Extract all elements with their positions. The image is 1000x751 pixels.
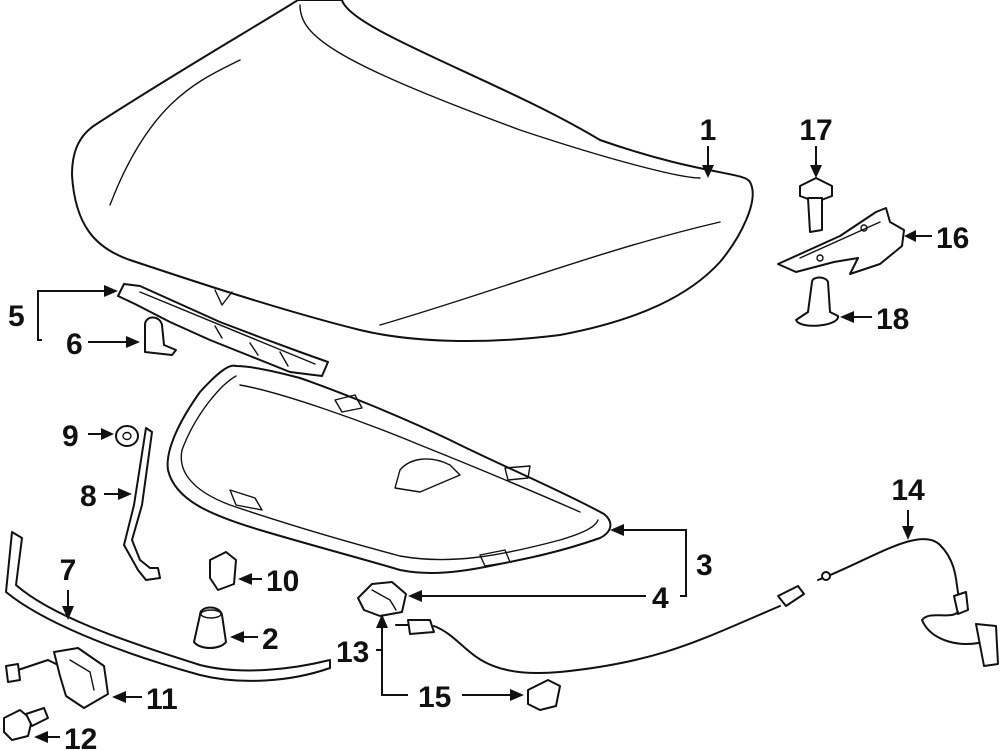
leader-lines	[34, 146, 932, 743]
callout-9: 9	[62, 420, 79, 453]
seal-clip	[144, 316, 177, 356]
callout-12: 12	[64, 723, 97, 751]
hood-insulator-pad	[166, 364, 612, 574]
latch-bolt	[3, 707, 49, 741]
hood-panel	[71, 0, 754, 343]
callout-13: 13	[336, 636, 369, 669]
callout-7: 7	[60, 554, 77, 587]
callout-18: 18	[876, 303, 909, 336]
hood-latch	[5, 647, 109, 709]
callout-4: 4	[652, 582, 669, 615]
prop-rod	[123, 427, 161, 581]
callout-3: 3	[696, 549, 713, 582]
rod-holder	[209, 551, 237, 591]
callout-6: 6	[66, 328, 83, 361]
hinge-nut	[795, 276, 839, 327]
grommet	[115, 425, 139, 447]
bumper-stop	[193, 606, 227, 649]
cable-clip	[527, 679, 561, 711]
callout-14: 14	[891, 474, 925, 507]
hinge-bolt	[799, 177, 833, 233]
hood-hinge	[777, 207, 905, 275]
front-seal-strip	[117, 283, 329, 377]
callout-8: 8	[80, 480, 97, 513]
callout-16: 16	[936, 222, 969, 255]
callout-11: 11	[146, 683, 178, 716]
callout-2: 2	[262, 623, 279, 656]
callout-15: 15	[418, 681, 451, 714]
callout-17: 17	[799, 114, 832, 147]
front-weatherstrip	[5, 531, 331, 682]
latch-bracket	[357, 581, 407, 617]
callout-5: 5	[8, 300, 25, 333]
callout-labels: 1 17 16 18 5 6 9 8 7 10 2 11 12 3 4 13 1…	[8, 114, 969, 751]
release-cable	[395, 538, 999, 675]
callout-1: 1	[700, 114, 717, 147]
callout-10: 10	[266, 565, 299, 598]
